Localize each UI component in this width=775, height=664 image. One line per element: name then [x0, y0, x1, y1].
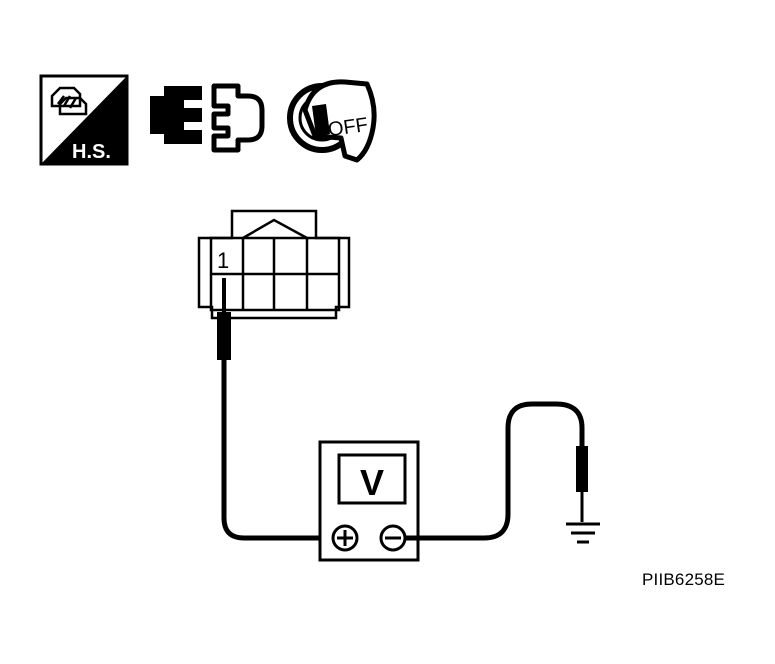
harness-symbol-icon: H.S. [39, 74, 129, 166]
connector-face [197, 209, 351, 320]
positive-probe [217, 278, 231, 360]
negative-lead-wire [405, 401, 585, 541]
negative-terminal [379, 524, 407, 552]
harness-symbol-label: H.S. [72, 141, 111, 163]
voltmeter-display-label: V [360, 462, 384, 503]
terminal-label: 1 [217, 248, 229, 273]
positive-lead-wire [221, 360, 340, 541]
positive-terminal [331, 524, 359, 552]
ignition-key-icon: OFF [287, 79, 377, 163]
connector-disconnect-icon [150, 83, 265, 153]
negative-probe [576, 446, 588, 522]
ground-icon [566, 522, 600, 544]
figure-code: PIIB6258E [642, 570, 726, 589]
voltmeter: V [318, 440, 420, 562]
